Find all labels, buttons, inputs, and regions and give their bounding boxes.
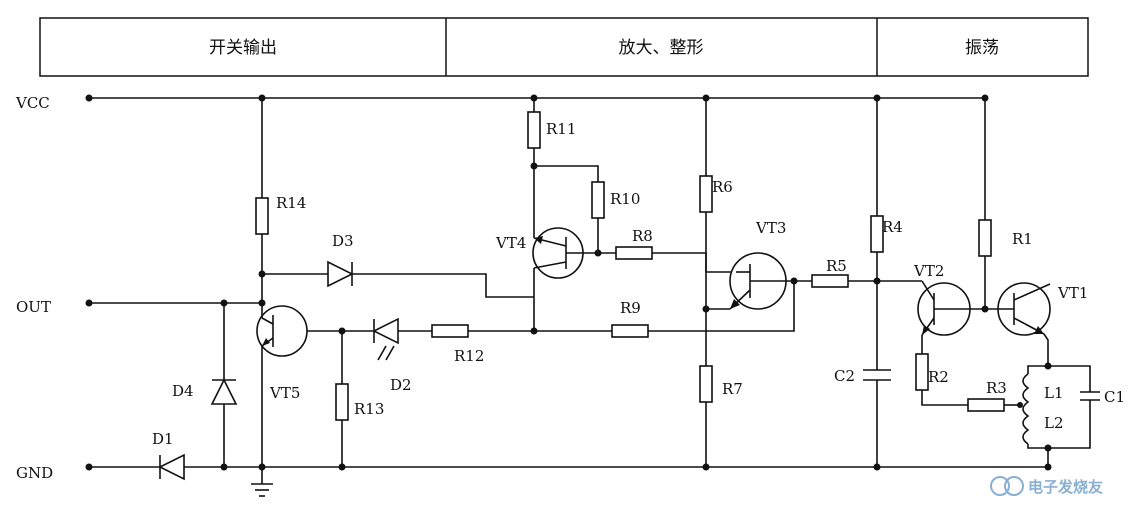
c2-label: C2	[834, 367, 855, 385]
resistor-r3	[967, 398, 1005, 412]
vcc-label: VCC	[15, 94, 50, 112]
vt4-label: VT4	[495, 234, 526, 252]
transistor-vt1	[985, 282, 1051, 366]
resistor-r9	[611, 324, 649, 338]
resistor-r13	[335, 383, 349, 421]
r12-label: R12	[454, 347, 484, 365]
c1-label: C1	[1104, 388, 1125, 406]
vt2-label: VT2	[913, 262, 944, 280]
l2-label: L2	[1044, 414, 1064, 432]
r9-label: R9	[620, 299, 641, 317]
r4-label: R4	[882, 218, 903, 236]
r10-label: R10	[610, 190, 640, 208]
d1-label: D1	[152, 430, 174, 448]
capacitor-c1	[1048, 365, 1100, 449]
header-amplify-shape: 放大、整形	[619, 38, 704, 58]
diode-d3	[262, 260, 534, 298]
resistor-r14	[255, 197, 269, 235]
resistor-r7	[699, 365, 713, 403]
r1-label: R1	[1012, 230, 1033, 248]
watermark-logo: 电子发烧友	[990, 476, 1103, 496]
resistor-r2	[915, 353, 929, 391]
vt5-label: VT5	[269, 384, 300, 402]
diode-d1	[158, 453, 185, 481]
r5-label: R5	[826, 257, 847, 275]
r13-label: R13	[354, 400, 384, 418]
d2-label: D2	[390, 376, 412, 394]
r11-label: R11	[546, 120, 576, 138]
transistor-vt5	[256, 303, 342, 467]
header-oscillator: 振荡	[965, 38, 999, 58]
resistor-r5	[811, 274, 849, 288]
section-header: 开关输出 放大、整形 振荡	[39, 17, 1089, 77]
inductor-l1-l2	[1022, 365, 1048, 449]
resistor-r6	[699, 175, 713, 213]
header-switch-output: 开关输出	[209, 38, 277, 58]
d3-label: D3	[332, 232, 354, 250]
r14-label: R14	[276, 194, 306, 212]
ground-symbol	[251, 467, 273, 497]
r7-label: R7	[722, 380, 743, 398]
r2-label: R2	[928, 368, 949, 386]
transistor-vt2	[877, 280, 985, 354]
gnd-label: GND	[16, 464, 53, 482]
vt3-label: VT3	[755, 219, 786, 237]
transistor-vt4	[532, 227, 598, 331]
resistor-r8	[615, 246, 653, 260]
d4-label: D4	[172, 382, 194, 400]
led-d2	[342, 317, 432, 361]
resistor-r11	[527, 111, 541, 149]
watermark-text: 电子发烧友	[1028, 478, 1103, 496]
vt1-label: VT1	[1057, 284, 1088, 302]
r3-label: R3	[986, 379, 1007, 397]
power-rails: VCC OUT GND	[15, 94, 1050, 482]
r6-label: R6	[712, 178, 733, 196]
out-label: OUT	[16, 298, 51, 316]
resistor-r10	[591, 181, 605, 219]
l1-label: L1	[1044, 384, 1064, 402]
transistor-vt3	[706, 252, 794, 310]
r8-label: R8	[632, 227, 653, 245]
resistor-r12	[431, 324, 469, 338]
diode-d4	[210, 303, 238, 467]
resistor-r1	[978, 219, 992, 257]
